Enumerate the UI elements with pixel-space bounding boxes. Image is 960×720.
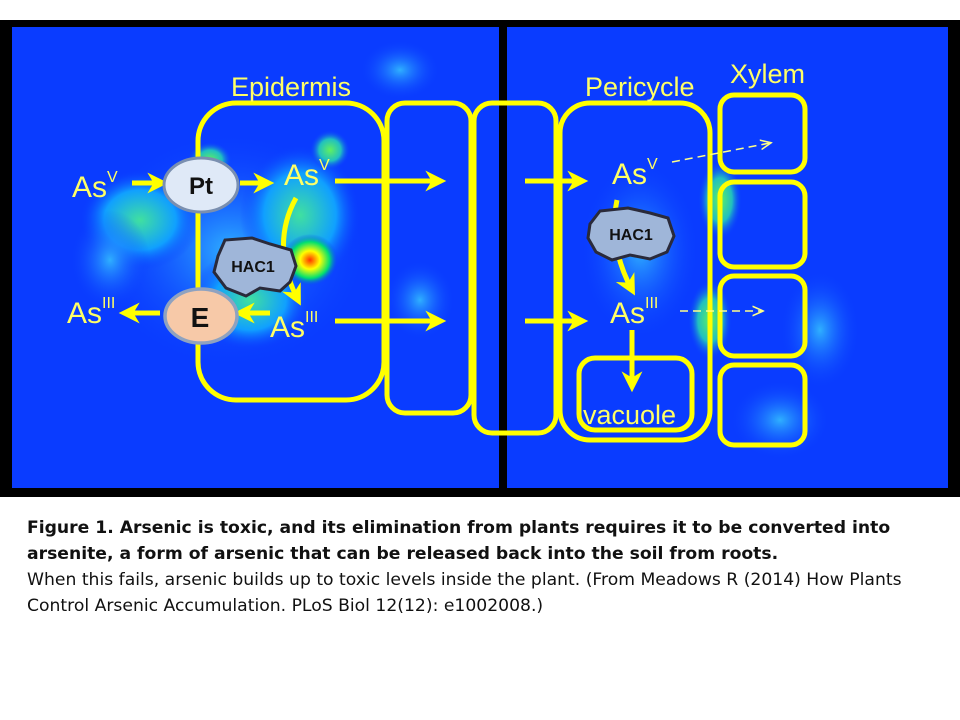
caption-bold: Figure 1. Arsenic is toxic, and its elim… xyxy=(27,518,891,564)
arsenic-pathway-diagram: Pt E HAC1 HAC1 AsV AsV AsIII AsIII AsV A… xyxy=(0,20,960,497)
hac1-enzyme-pericycle: HAC1 xyxy=(586,206,676,262)
xylem-cell-4 xyxy=(717,362,808,448)
e-label: E xyxy=(191,302,210,333)
asiii-epidermis-label: AsIII xyxy=(270,309,318,344)
efflux-transporter: E xyxy=(163,287,239,345)
pt-label: Pt xyxy=(189,173,213,200)
pericycle-cell xyxy=(557,100,713,443)
asiii-external-label: AsIII xyxy=(67,295,115,330)
cortex-cell-2 xyxy=(471,100,559,436)
caption-normal: When this fails, arsenic builds up to to… xyxy=(27,570,902,616)
hac1-enzyme-epidermis: HAC1 xyxy=(212,236,298,298)
asv-epidermis-label: AsV xyxy=(284,157,330,192)
hac1-label-pericycle: HAC1 xyxy=(609,227,653,244)
asiii-pericycle-label: AsIII xyxy=(610,295,658,330)
pericycle-label: Pericycle xyxy=(585,72,695,102)
asv-external-label: AsV xyxy=(72,169,118,204)
hac1-label-epidermis: HAC1 xyxy=(231,259,275,276)
epidermis-cell xyxy=(195,100,387,403)
figure-caption: Figure 1. Arsenic is toxic, and its elim… xyxy=(27,515,937,619)
xylem-label: Xylem xyxy=(730,59,805,89)
arrow-asv-to-xylem xyxy=(671,143,770,163)
phosphate-transporter: Pt xyxy=(162,156,240,214)
epidermis-label: Epidermis xyxy=(231,72,351,102)
xylem-cell-1 xyxy=(717,92,808,175)
vacuole-label: vacuole xyxy=(583,400,676,430)
cortex-cell-1 xyxy=(384,100,474,416)
vacuole-compartment xyxy=(576,355,695,433)
xylem-cell-2 xyxy=(717,179,808,270)
xylem-cell-3 xyxy=(717,273,808,359)
asv-pericycle-label: AsV xyxy=(612,156,658,191)
